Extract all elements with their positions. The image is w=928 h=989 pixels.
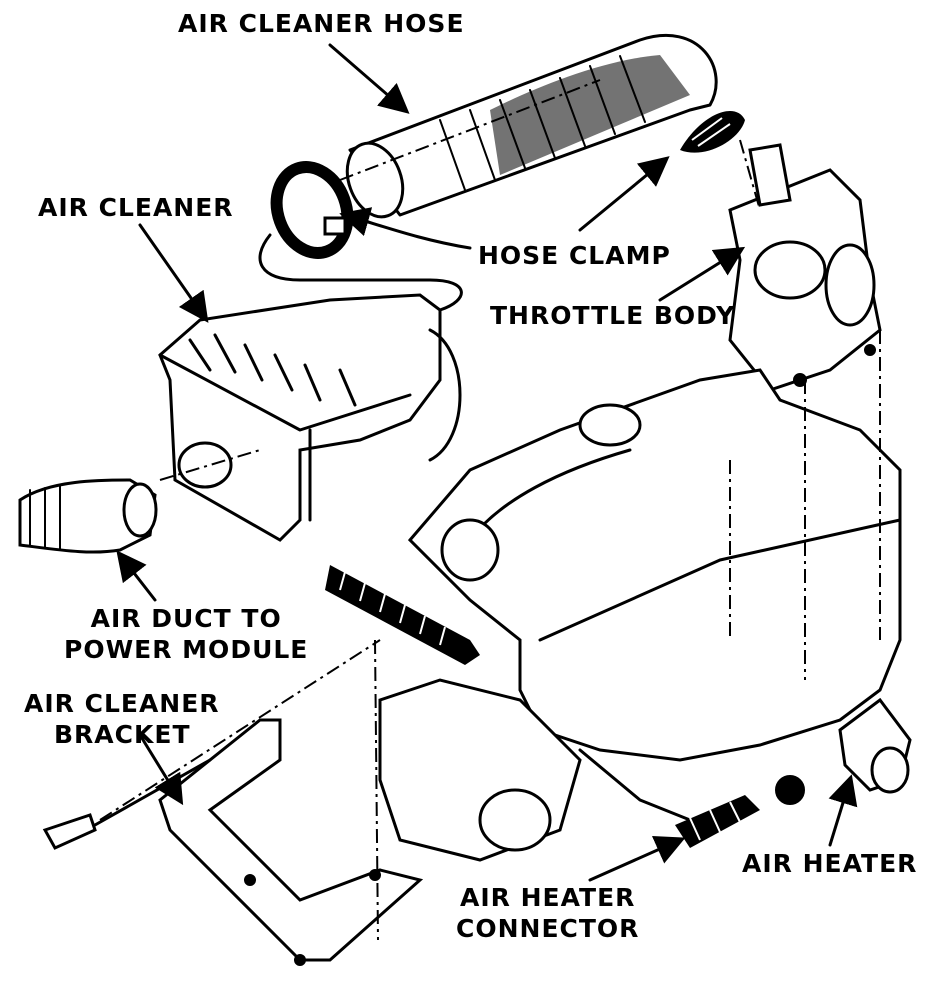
air-duct (18, 478, 158, 554)
hose-clamp-right (680, 111, 745, 153)
label-air-heater: AIR HEATER (742, 849, 918, 878)
air-heater (838, 697, 912, 794)
air-heater-connector (675, 775, 805, 848)
throttle-body (728, 143, 882, 392)
label-air-cleaner-hose: AIR CLEANER HOSE (178, 9, 465, 38)
label-air-heater-connector: AIR HEATER CONNECTOR (456, 882, 639, 944)
air-cleaner (158, 293, 462, 542)
breather-hose (325, 565, 480, 665)
hose-clamp-left (270, 161, 354, 259)
label-hose-clamp: HOSE CLAMP (478, 241, 671, 270)
label-air-cleaner-bracket-line1: AIR CLEANER (24, 689, 220, 718)
label-air-cleaner-bracket: AIR CLEANER BRACKET (24, 688, 220, 750)
label-air-cleaner-bracket-line2: BRACKET (54, 720, 191, 749)
leader-arrows (116, 43, 858, 882)
engine-manifold (378, 368, 902, 862)
air-cleaner-bracket (42, 718, 424, 966)
label-air-cleaner: AIR CLEANER (38, 193, 234, 222)
label-air-duct: AIR DUCT TO POWER MODULE (64, 603, 308, 665)
air-cleaner-hose (345, 33, 718, 219)
label-air-duct-line2: POWER MODULE (64, 635, 309, 664)
label-air-heater-connector-line2: CONNECTOR (456, 914, 640, 943)
label-air-heater-connector-line1: AIR HEATER (460, 883, 636, 912)
alignment-lines (99, 79, 881, 941)
label-air-duct-line1: AIR DUCT TO (90, 604, 282, 633)
label-throttle-body: THROTTLE BODY (490, 301, 736, 330)
